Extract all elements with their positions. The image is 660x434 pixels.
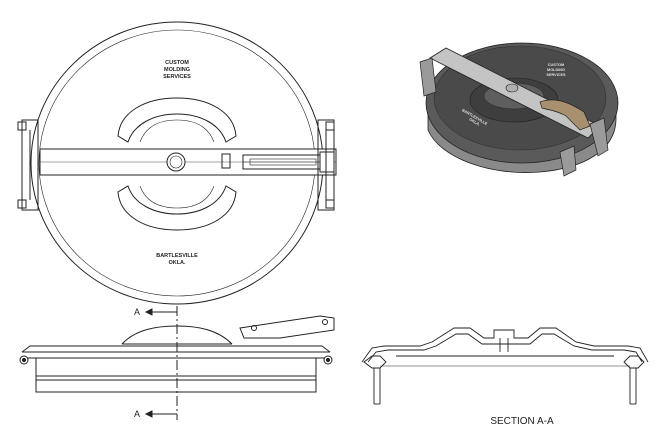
section-a-a-view xyxy=(361,327,649,405)
lower-handle-recess xyxy=(117,185,237,231)
elevation-lid-top xyxy=(21,345,331,353)
top-view xyxy=(17,21,337,305)
iso-latch xyxy=(539,99,591,131)
isometric-view xyxy=(419,42,619,177)
lid-text-services: SERVICES xyxy=(163,74,191,80)
lid-text-bartlesville: BARTLESVILLE xyxy=(156,253,198,259)
upper-handle-recess xyxy=(117,97,237,143)
section-markers: A A xyxy=(134,307,140,419)
section-top-profile xyxy=(361,327,649,363)
right-hinge-bracket xyxy=(317,119,335,211)
strap-slot xyxy=(221,153,231,169)
section-marker-bottom: A xyxy=(134,409,140,419)
lid-text-okla: OKLA. xyxy=(168,260,186,266)
elevation-base xyxy=(35,357,317,377)
center-knob xyxy=(166,152,186,172)
svg-text:CUSTOM: CUSTOM xyxy=(548,63,564,67)
top-view-labels: CUSTOM MOLDING SERVICES BARTLESVILLE OKL… xyxy=(156,60,198,266)
section-marker-top: A xyxy=(134,307,140,317)
left-hinge-bracket xyxy=(17,119,39,211)
svg-text:MOLDING: MOLDING xyxy=(547,68,565,72)
svg-text:OKLA.: OKLA. xyxy=(468,117,480,126)
iso-left-bracket xyxy=(419,57,437,97)
iso-right-bracket xyxy=(589,117,609,157)
front-elevation-view xyxy=(19,306,335,420)
lid-text-molding: MOLDING xyxy=(164,67,190,73)
lid-text-custom: CUSTOM xyxy=(165,60,189,66)
section-title: SECTION A-A xyxy=(490,416,554,427)
elevation-latch-arm xyxy=(239,315,335,339)
svg-text:SERVICES: SERVICES xyxy=(546,73,566,77)
